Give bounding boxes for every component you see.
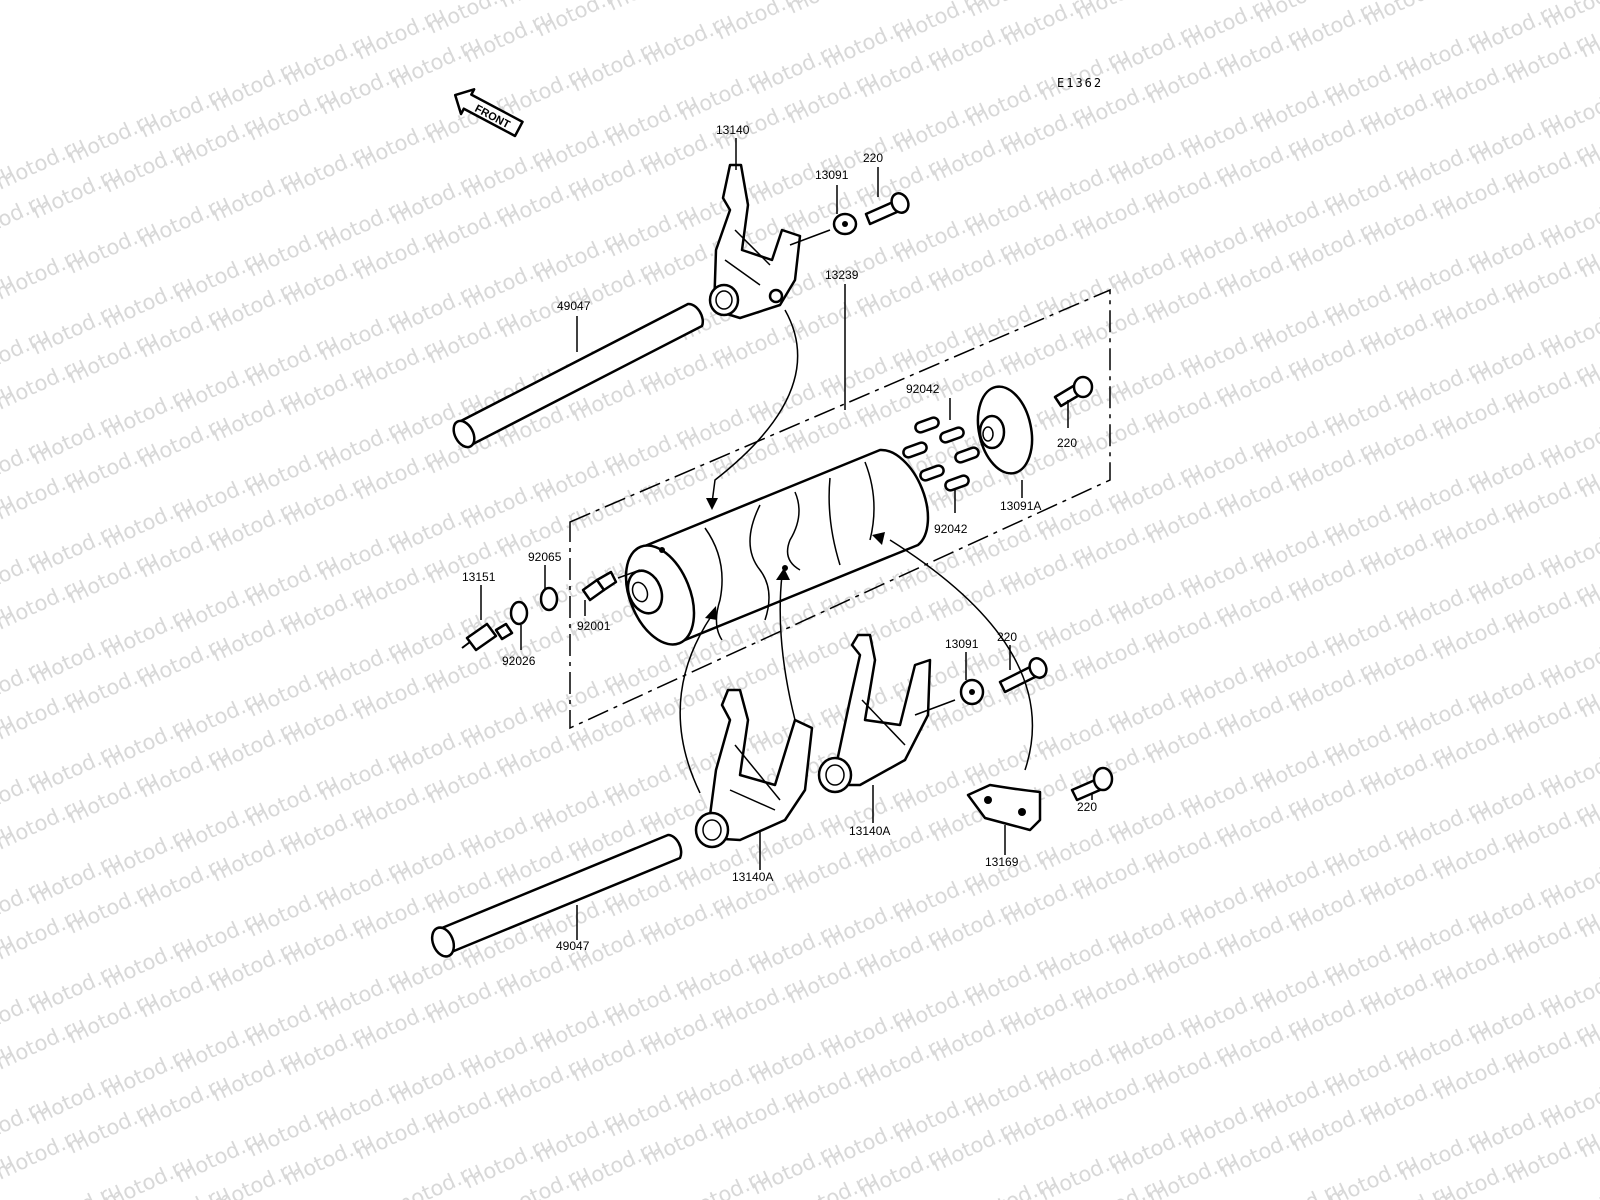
watermark-text: motod.ru [1432,0,1529,5]
part-label-plate-right: 13091A [1000,499,1041,513]
watermark-text: motod.ru [1360,0,1457,31]
part-label-bolt-right: 220 [1057,436,1077,450]
part-label-switch: 13151 [462,570,496,584]
part-label-plate-lower: 13169 [985,855,1019,869]
part-label-washer-top: 13091 [815,168,849,182]
watermark-text: motod.ru [604,0,701,16]
part-label-rod-bottom: 49047 [556,939,590,953]
part-label-bolt-lower: 220 [1077,800,1097,814]
watermark-text: motod.ru [784,0,881,19]
part-label-fork-mid: 13140A [849,824,890,838]
part-label-washer-mid: 13091 [945,637,979,651]
part-label-bolt-top: 220 [863,151,883,165]
watermark-text: motod.ru [1072,0,1169,25]
washer-92026 [509,600,529,626]
part-label-pins-top: 92042 [906,382,940,396]
part-label-pins-bottom: 92042 [934,522,968,536]
watermark-text: motod.ru [1540,1181,1600,1200]
diagram-code: E1362 [1057,76,1103,90]
part-label-drum: 13239 [825,268,859,282]
part-label-bolt-mid: 220 [997,630,1017,644]
part-label-washer-a: 92065 [528,550,562,564]
part-label-plug: 92001 [577,619,611,633]
part-label-washer-b: 92026 [502,654,536,668]
washer-top [832,212,858,236]
part-label-fork-top: 13140 [716,123,750,137]
washer-92065 [539,586,559,612]
part-label-fork-left: 13140A [732,870,773,884]
washer-mid [959,678,985,706]
part-label-rod-top: 49047 [557,299,591,313]
